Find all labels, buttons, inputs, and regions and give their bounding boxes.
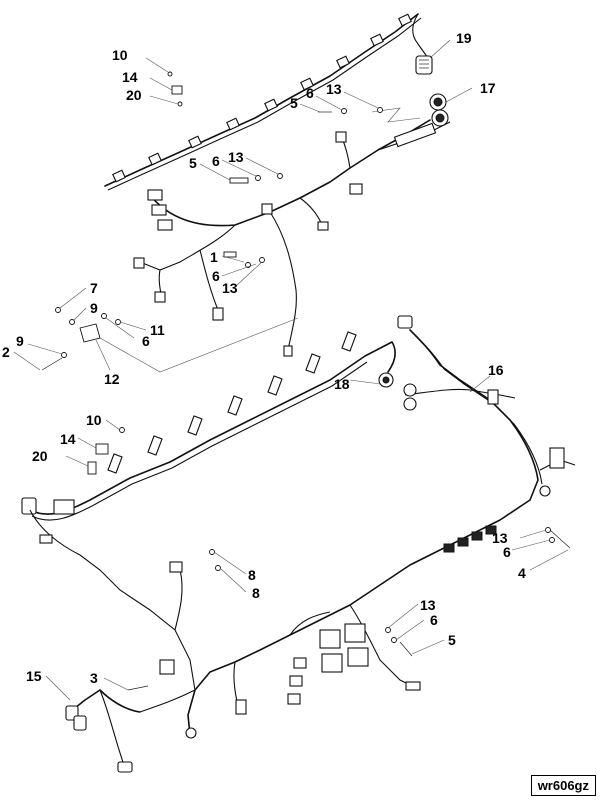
upper-injector-connectors	[112, 13, 412, 183]
callout-16: 16	[488, 362, 504, 378]
hardware-fasteners	[87, 71, 571, 691]
callout-13: 13	[222, 280, 238, 296]
callout-17: 17	[480, 80, 496, 96]
callout-20: 20	[32, 448, 48, 464]
callout-6: 6	[212, 268, 220, 284]
callout-20: 20	[126, 87, 142, 103]
callout-11: 11	[150, 322, 165, 338]
upper-main-harness	[133, 93, 451, 357]
callout-6: 6	[142, 333, 150, 349]
callout-19: 19	[456, 30, 472, 46]
callout-7: 7	[90, 280, 98, 296]
leader-lines	[13, 39, 569, 701]
callout-10: 10	[86, 412, 102, 428]
callout-10: 10	[112, 47, 128, 63]
callout-13: 13	[228, 149, 244, 165]
callout-3: 3	[90, 670, 98, 686]
callout-12: 12	[104, 371, 120, 387]
callout-1: 1	[210, 249, 218, 265]
connector-bank	[443, 525, 497, 553]
callout-6: 6	[306, 85, 314, 101]
callout-15: 15	[26, 668, 42, 684]
branch-harness-15	[65, 689, 141, 773]
callout-6: 6	[503, 544, 511, 560]
callout-13: 13	[420, 597, 436, 613]
callout-5: 5	[290, 95, 298, 111]
figure-reference-code: wr606gz	[530, 775, 596, 796]
upper-injector-harness	[104, 13, 433, 191]
callout-2: 2	[2, 344, 10, 360]
callout-8: 8	[252, 585, 260, 601]
callout-5: 5	[448, 632, 456, 648]
callout-13: 13	[492, 530, 508, 546]
callout-9: 9	[16, 333, 24, 349]
callout-14: 14	[122, 69, 138, 85]
callout-14: 14	[60, 431, 76, 447]
lower-injectors	[107, 331, 357, 474]
callout-8: 8	[248, 567, 256, 583]
callout-labels: 10 14 20 19 17 13 6 5 5 6 13 1 6 13 7 9 …	[2, 30, 526, 686]
connector-17	[393, 93, 449, 148]
connector-19	[415, 55, 433, 75]
callout-13: 13	[326, 81, 342, 97]
callout-6: 6	[212, 153, 220, 169]
callout-5: 5	[189, 155, 197, 171]
upper-main-connectors	[133, 131, 363, 357]
callout-6: 6	[430, 612, 438, 628]
callout-18: 18	[334, 376, 350, 392]
lower-injector-harness	[21, 331, 397, 521]
callout-9: 9	[90, 300, 98, 316]
lower-main-harness	[29, 315, 576, 739]
hardware-bracket-12	[41, 307, 299, 373]
relay-fuse-block	[287, 623, 369, 705]
connector-18	[378, 372, 394, 388]
lower-main-connectors	[39, 315, 565, 739]
callout-4: 4	[518, 565, 526, 581]
